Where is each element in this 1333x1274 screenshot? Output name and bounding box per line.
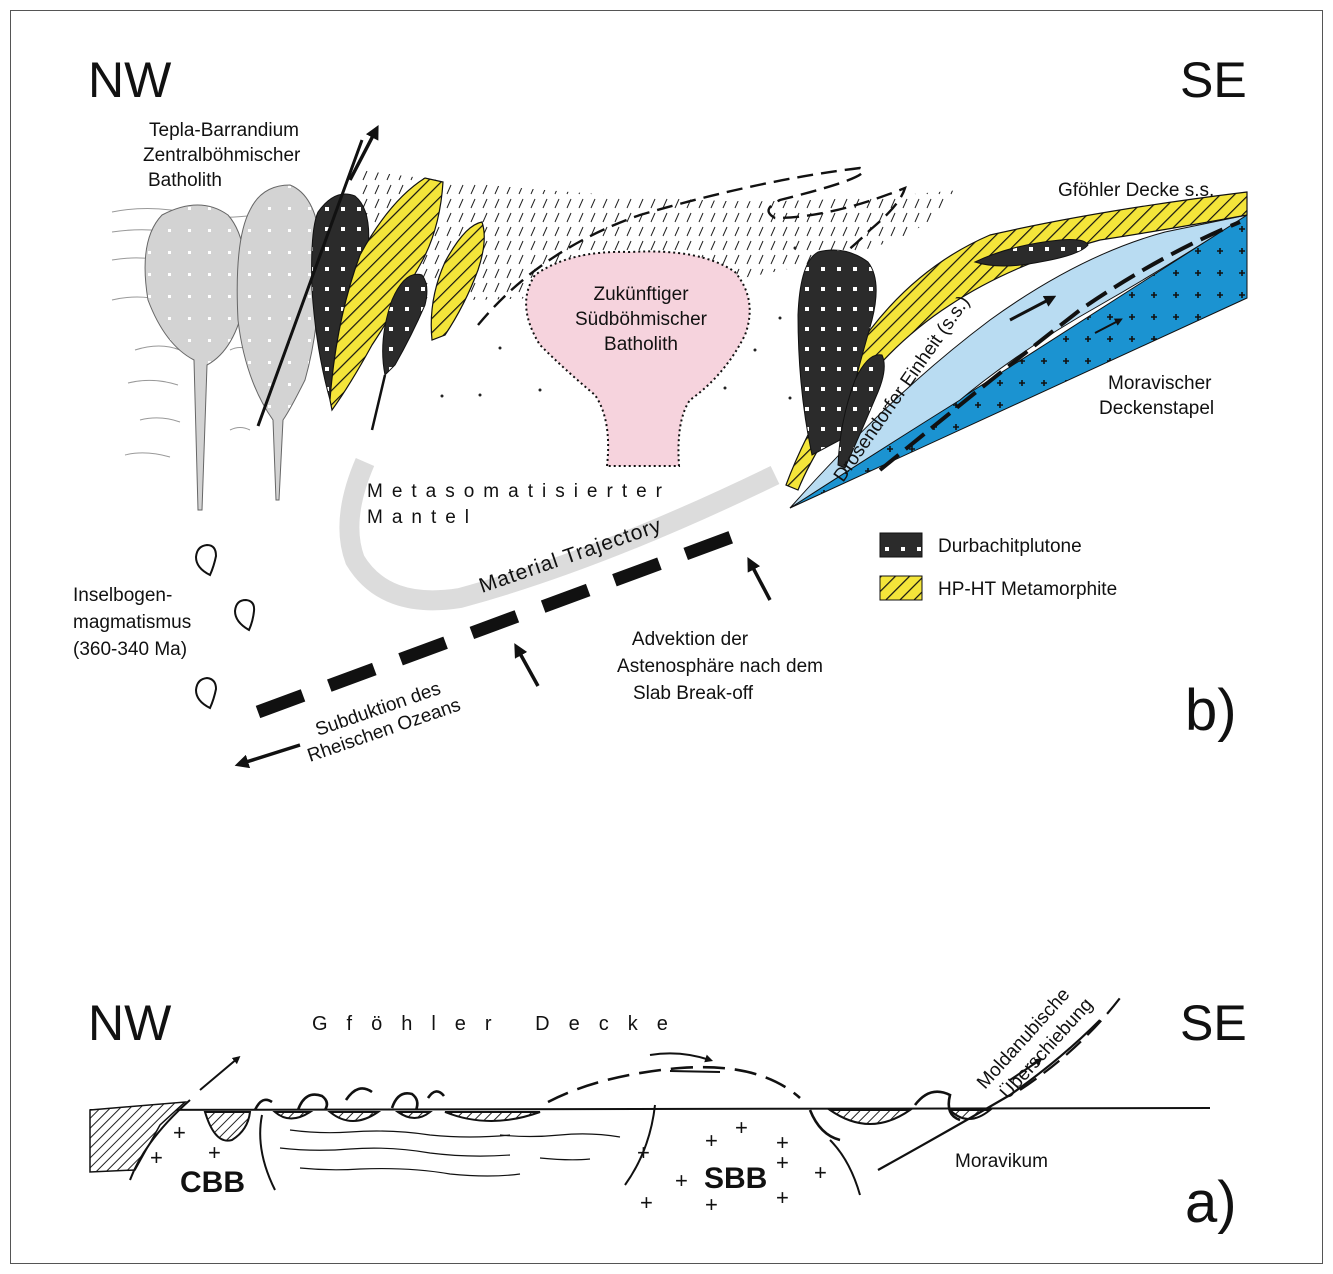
fault-line-lower xyxy=(372,375,385,430)
legend-swatch-durbachit xyxy=(880,533,922,557)
panel-b-label: b) xyxy=(1185,678,1237,743)
advection-label-1: Advektion der xyxy=(632,629,749,650)
svg-text:+: + xyxy=(150,1145,163,1170)
tepla-label-1: Tepla-Barrandium xyxy=(149,120,299,141)
advection-arrow-right xyxy=(750,562,770,600)
gfoehler-nappe-label: Gföhler Decke xyxy=(312,1013,687,1035)
future-batholith-line-3: Batholith xyxy=(604,334,678,355)
magma-droplet-icon xyxy=(235,600,254,630)
arc-label-1: Inselbogen- xyxy=(73,585,172,606)
sbb-boundary-right xyxy=(830,1140,860,1195)
moldanubian-thrust xyxy=(878,1020,1100,1170)
cbb-label: CBB xyxy=(180,1166,245,1199)
cbb-boundary xyxy=(260,1115,275,1190)
subduction-arrow xyxy=(240,745,300,764)
legend-label-durbachit: Durbachitplutone xyxy=(938,536,1082,557)
tepla-label-2: Zentralböhmischer xyxy=(143,145,301,166)
nw-escape-arrow xyxy=(200,1058,238,1090)
gfoehler-dome-dashed xyxy=(548,1067,800,1102)
mantle-label-1: Metasomatisierter xyxy=(367,481,671,502)
magma-droplet-icon xyxy=(196,545,216,575)
panel-b: NW SE xyxy=(73,52,1247,767)
legend: Durbachitplutone HP-HT Metamorphite xyxy=(880,533,1117,600)
granite-pluton-left xyxy=(145,205,246,510)
dome-line-below xyxy=(670,1071,720,1072)
granite-pluton-right xyxy=(237,185,320,500)
svg-text:+: + xyxy=(776,1185,789,1210)
magma-droplet-icon xyxy=(196,678,216,708)
legend-label-hp-ht: HP-HT Metamorphite xyxy=(938,579,1117,600)
panel-a: NW SE Gföhler Decke xyxy=(88,984,1247,1235)
surface-line xyxy=(90,1108,1210,1110)
moravian-label-2: Deckenstapel xyxy=(1099,398,1214,419)
hatched-basins xyxy=(205,1110,990,1141)
sbb-label: SBB xyxy=(704,1162,767,1195)
arc-label-2: magmatismus xyxy=(73,612,191,633)
panel-a-label: a) xyxy=(1185,1170,1237,1235)
svg-text:+: + xyxy=(814,1160,827,1185)
svg-text:+: + xyxy=(776,1150,789,1175)
mantle-label-2: Mantel xyxy=(367,507,478,528)
panel-a-nw-label: NW xyxy=(88,995,172,1051)
advection-label-2: Astenosphäre nach dem xyxy=(617,656,823,677)
magma-droplet-icons xyxy=(196,545,254,708)
svg-text:+: + xyxy=(173,1120,186,1145)
svg-text:+: + xyxy=(735,1115,748,1140)
foliation-lines xyxy=(280,1130,620,1176)
trajectory-label: Material Trajectory xyxy=(476,514,665,598)
panel-b-nw-label: NW xyxy=(88,52,172,108)
svg-text:+: + xyxy=(675,1168,688,1193)
gfoehler-label: Gföhler Decke s.s. xyxy=(1058,180,1214,201)
moravikum-label: Moravikum xyxy=(955,1151,1048,1172)
panel-b-se-label: SE xyxy=(1180,52,1247,108)
arc-label-3: (360-340 Ma) xyxy=(73,639,187,660)
legend-swatch-hp-ht xyxy=(880,576,922,600)
svg-text:+: + xyxy=(640,1190,653,1215)
tepla-label-3: Batholith xyxy=(148,170,222,191)
dome-shear-arrow xyxy=(650,1053,710,1060)
advection-label-3: Slab Break-off xyxy=(633,683,754,704)
svg-text:+: + xyxy=(705,1192,718,1217)
future-batholith-line-1: Zukünftiger xyxy=(593,284,689,305)
panel-a-se-label: SE xyxy=(1180,995,1247,1051)
moravian-label-1: Moravischer xyxy=(1108,373,1212,394)
future-batholith-line-2: Südböhmischer xyxy=(575,309,708,330)
svg-text:+: + xyxy=(705,1128,718,1153)
svg-text:+: + xyxy=(208,1140,221,1165)
advection-arrow-left xyxy=(517,648,538,686)
svg-text:+: + xyxy=(637,1140,650,1165)
